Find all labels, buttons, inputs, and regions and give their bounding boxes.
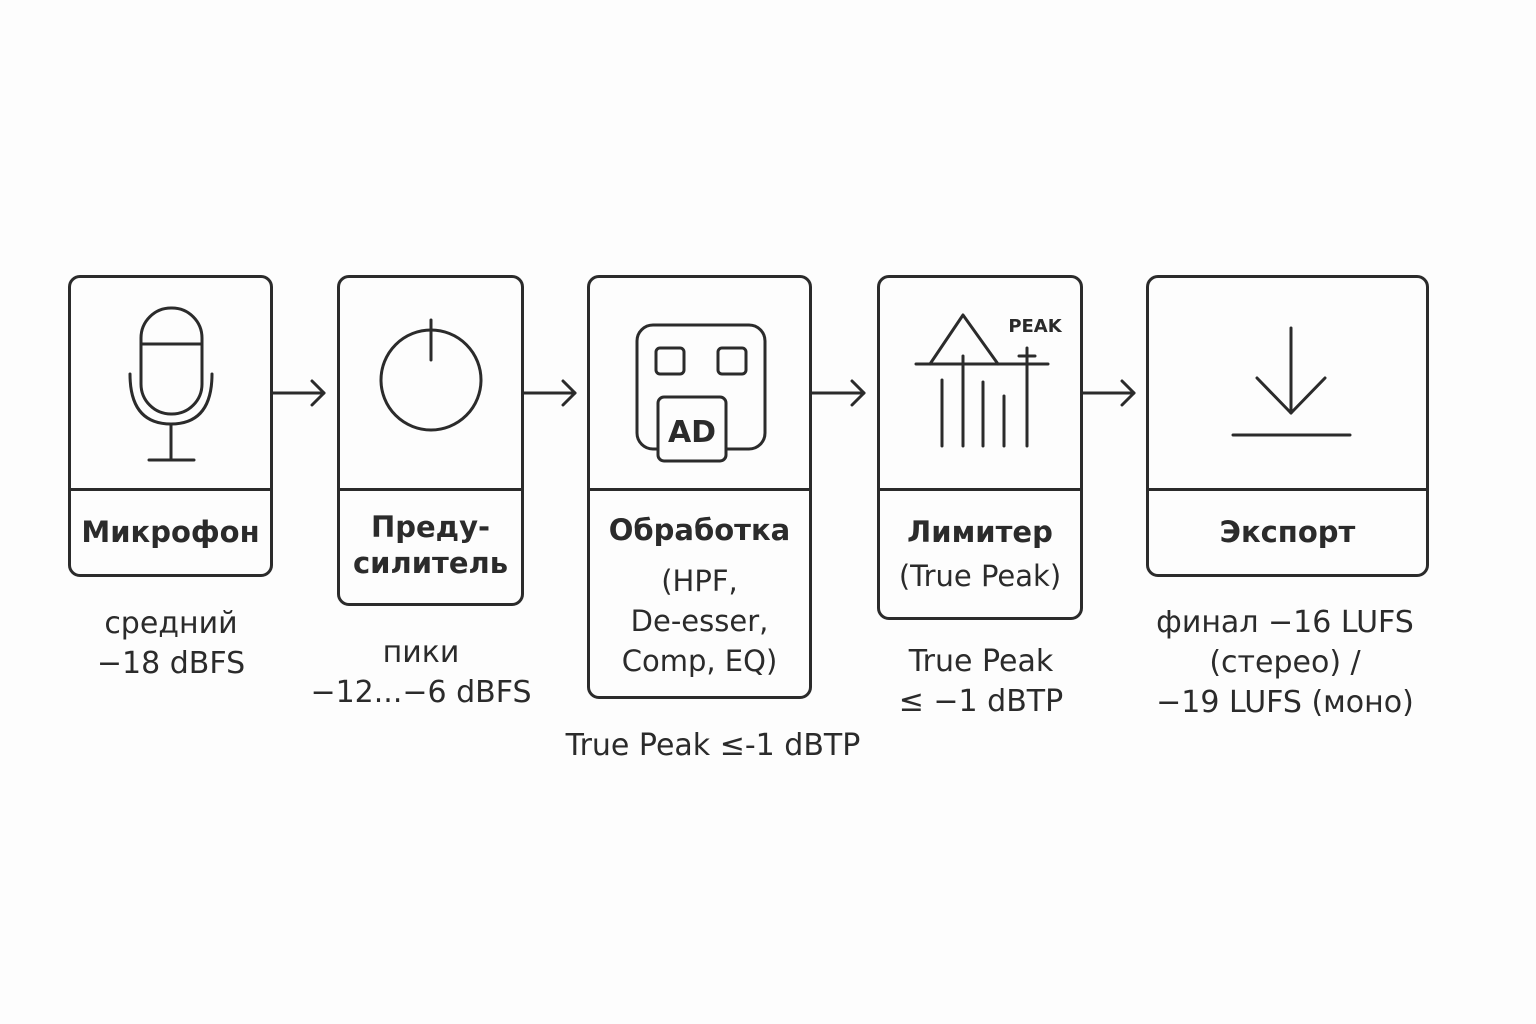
microphone-icon: [128, 306, 214, 462]
stage-title: Лимитер: [907, 515, 1053, 549]
download-icon: [1231, 326, 1352, 437]
caption-export: финал −16 LUFS (стерео) / −19 LUFS (моно…: [1140, 603, 1430, 723]
caption-line-1: финал −16 LUFS: [1156, 605, 1414, 640]
caption-line-1: True Peak: [908, 644, 1054, 679]
caption-line-2: (стерео) /: [1209, 645, 1361, 680]
stage-subtitle-line-2: De-esser,: [630, 604, 769, 638]
arrow-mic-to-preamp: [271, 379, 326, 407]
caption-line-2: ≤ −1 dBTP: [898, 684, 1064, 719]
stage-processing: AD Обработка (HPF, De-esser, Comp, EQ): [587, 275, 812, 699]
stage-microphone: Микрофон: [68, 275, 273, 577]
stage-title-line-1: Преду-: [370, 510, 491, 544]
peak-icon-label: PEAK: [1008, 316, 1062, 337]
gain-knob-icon: [379, 318, 483, 432]
ad-converter-icon: AD: [635, 323, 767, 463]
caption-line-1: средний: [104, 606, 238, 641]
stage-subtitle-line-1: (HPF,: [661, 564, 738, 598]
peak-limiter-icon: PEAK: [914, 313, 1063, 448]
caption-line-2: −18 dBFS: [96, 646, 246, 681]
stage-title: Обработка: [608, 513, 791, 547]
ad-icon-label: AD: [668, 415, 716, 450]
stage-export: Экспорт: [1146, 275, 1429, 577]
arrow-processing-to-limiter: [810, 379, 866, 407]
stage-title: Экспорт: [1219, 515, 1356, 549]
caption-line-1: True Peak ≤-1 dBTP: [565, 728, 861, 763]
stage-subtitle: (True Peak): [898, 559, 1062, 593]
stage-limiter: PEAK Лимитер (True Peak): [877, 275, 1083, 620]
caption-limiter: True Peak ≤ −1 dBTP: [880, 642, 1082, 722]
arrow-preamp-to-processing: [522, 379, 577, 407]
caption-line-3: −19 LUFS (моно): [1156, 685, 1414, 720]
caption-processing: True Peak ≤-1 dBTP: [560, 726, 866, 766]
caption-line-1: пики: [382, 635, 460, 670]
caption-microphone: средний −18 dBFS: [60, 604, 282, 684]
stage-title-line-2: силитель: [352, 546, 509, 580]
caption-line-2: −12...−6 dBFS: [310, 675, 532, 710]
stage-title: Микрофон: [81, 515, 260, 549]
stage-subtitle-line-3: Comp, EQ): [621, 644, 778, 678]
arrow-limiter-to-export: [1081, 379, 1136, 407]
caption-preamp: пики −12...−6 dBFS: [305, 633, 537, 713]
stage-preamp: Преду- силитель: [337, 275, 524, 606]
